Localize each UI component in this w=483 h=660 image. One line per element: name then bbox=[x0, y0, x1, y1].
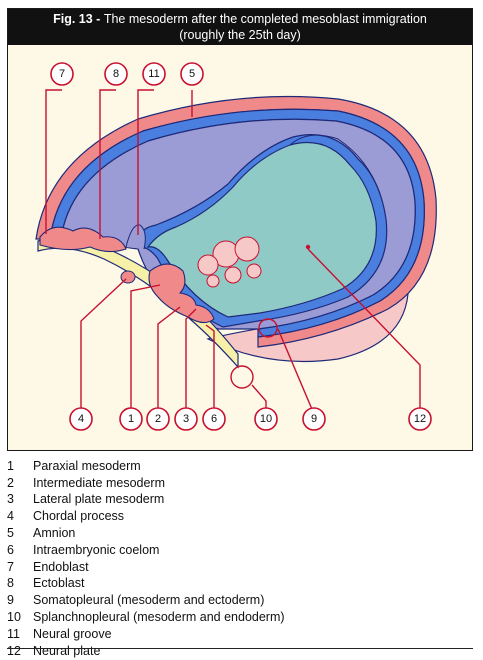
legend-label: Amnion bbox=[33, 526, 76, 541]
legend-item: 8 Ectoblast bbox=[7, 576, 473, 593]
legend-number: 1 bbox=[7, 458, 14, 473]
callout-9: 9 bbox=[302, 407, 326, 431]
neural-groove bbox=[125, 224, 146, 250]
legend-number: 10 bbox=[7, 610, 21, 625]
callout-12: 12 bbox=[408, 407, 432, 431]
svg-text:9: 9 bbox=[311, 413, 317, 425]
legend-number: 5 bbox=[7, 526, 14, 541]
legend-number: 3 bbox=[7, 492, 14, 507]
legend-label: Neural groove bbox=[33, 626, 112, 641]
legend-item: 9 Somatopleural (mesoderm and ectoderm) bbox=[7, 592, 473, 609]
legend: 1 Paraxial mesoderm 2 Intermediate mesoder… bbox=[7, 458, 473, 660]
callout-5: 5 bbox=[180, 62, 204, 86]
svg-text:1: 1 bbox=[128, 413, 134, 425]
figure-title-sub: (roughly the 25th day) bbox=[179, 28, 301, 42]
legend-label: Endoblast bbox=[33, 559, 89, 574]
splanchnopleural-marker bbox=[230, 365, 254, 389]
legend-divider bbox=[7, 648, 473, 649]
svg-text:3: 3 bbox=[183, 413, 189, 425]
somatopleural-marker bbox=[258, 318, 278, 338]
legend-label: Ectoblast bbox=[33, 576, 85, 591]
callout-4: 4 bbox=[69, 407, 93, 431]
legend-item: 12 Neural plate bbox=[7, 643, 473, 660]
figure-title-prefix: Fig. 13 - bbox=[53, 12, 104, 26]
svg-text:11: 11 bbox=[148, 68, 159, 80]
legend-number: 12 bbox=[7, 643, 21, 658]
figure-title: Fig. 13 - The mesoderm after the complet… bbox=[8, 9, 472, 45]
svg-text:10: 10 bbox=[260, 413, 272, 425]
callout-3: 3 bbox=[174, 407, 198, 431]
legend-item: 4 Chordal process bbox=[7, 508, 473, 525]
legend-label: Chordal process bbox=[33, 509, 125, 524]
callout-7: 7 bbox=[50, 62, 74, 86]
svg-text:12: 12 bbox=[414, 413, 426, 425]
callout-10: 10 bbox=[254, 407, 278, 431]
legend-item: 11 Neural groove bbox=[7, 626, 473, 643]
legend-item: 1 Paraxial mesoderm bbox=[7, 458, 473, 475]
legend-item: 10 Splanchnopleural (mesoderm and endoder… bbox=[7, 609, 473, 626]
callout-6: 6 bbox=[202, 407, 226, 431]
neural-plate-pointer-dot bbox=[305, 244, 311, 250]
svg-text:2: 2 bbox=[155, 413, 161, 425]
figure-title-main: The mesoderm after the completed mesobla… bbox=[103, 12, 427, 26]
legend-number: 7 bbox=[7, 559, 14, 574]
callout-11: 11 bbox=[142, 62, 166, 86]
callout-2: 2 bbox=[146, 407, 170, 431]
legend-number: 11 bbox=[7, 626, 20, 641]
legend-item: 3 Lateral plate mesoderm bbox=[7, 492, 473, 509]
figure-panel: Fig. 13 - The mesoderm after the complet… bbox=[7, 8, 473, 451]
cell-cluster bbox=[197, 236, 262, 288]
svg-text:5: 5 bbox=[189, 68, 195, 80]
legend-item: 2 Intermediate mesoderm bbox=[7, 475, 473, 492]
legend-label: Splanchnopleural (mesoderm and endoderm) bbox=[33, 610, 285, 625]
svg-text:8: 8 bbox=[113, 68, 119, 80]
legend-number: 4 bbox=[7, 509, 14, 524]
legend-label: Somatopleural (mesoderm and ectoderm) bbox=[33, 593, 265, 608]
callout-8: 8 bbox=[104, 62, 128, 86]
neural-plate-fold bbox=[289, 134, 381, 195]
legend-label: Intermediate mesoderm bbox=[33, 475, 166, 490]
callout-1: 1 bbox=[119, 407, 143, 431]
legend-item: 5 Amnion bbox=[7, 525, 473, 542]
legend-number: 2 bbox=[7, 475, 14, 490]
leader-lines bbox=[45, 89, 421, 415]
legend-label: Lateral plate mesoderm bbox=[33, 492, 165, 507]
svg-text:7: 7 bbox=[59, 68, 65, 80]
legend-item: 6 Intraembryonic coelom bbox=[7, 542, 473, 559]
legend-label: Intraembryonic coelom bbox=[33, 542, 160, 557]
paraxial-mesoderm-left bbox=[39, 226, 127, 253]
legend-item: 7 Endoblast bbox=[7, 559, 473, 576]
svg-text:6: 6 bbox=[211, 413, 217, 425]
svg-text:4: 4 bbox=[78, 413, 84, 425]
legend-number: 8 bbox=[7, 576, 14, 591]
legend-label: Neural plate bbox=[33, 643, 101, 658]
legend-number: 6 bbox=[7, 542, 14, 557]
legend-label: Paraxial mesoderm bbox=[33, 458, 141, 473]
paraxial-mesoderm bbox=[148, 263, 215, 324]
embryo-diagram: 7 8 11 5 4 1 2 3 6 10 9 bbox=[35, 62, 437, 431]
legend-number: 9 bbox=[7, 593, 14, 608]
